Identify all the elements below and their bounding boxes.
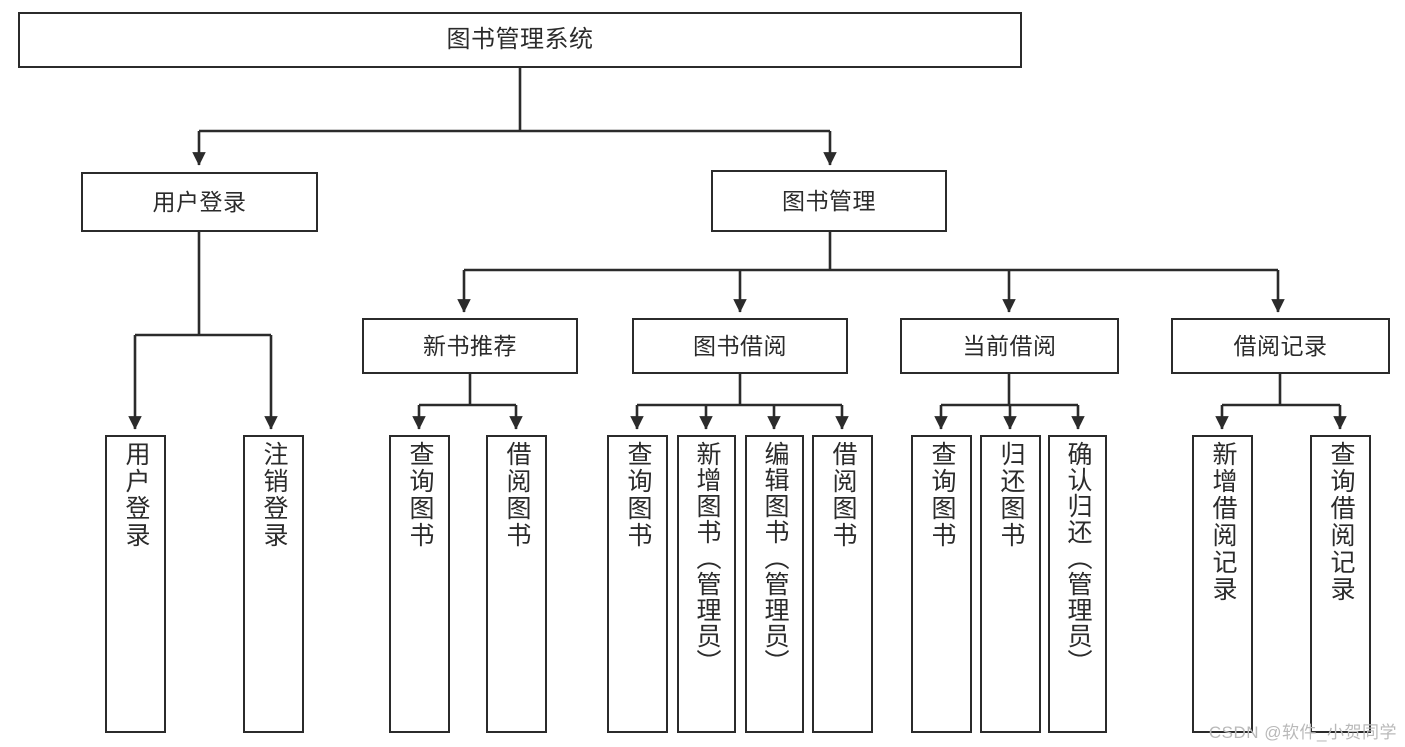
watermark-text: CSDN @软件_小贺同学 xyxy=(1208,723,1397,742)
node-label: 新增借阅记录 xyxy=(1209,441,1237,603)
leaf-borrow-add-book-admin[interactable]: 新增图书（管理员） xyxy=(677,435,736,733)
node-label: 查询借阅记录 xyxy=(1327,441,1355,603)
leaf-current-query-book[interactable]: 查询图书 xyxy=(911,435,972,733)
node-label: 图书借阅 xyxy=(693,332,787,359)
node-label: 确认归还（管理员） xyxy=(1064,441,1092,675)
node-label: 借阅图书 xyxy=(503,441,531,549)
node-label: 查询图书 xyxy=(406,441,434,549)
node-label: 查询图书 xyxy=(624,441,652,549)
node-user-login[interactable]: 用户登录 xyxy=(81,172,318,232)
node-label: 用户登录 xyxy=(152,188,247,215)
node-book-borrow[interactable]: 图书借阅 xyxy=(632,318,848,374)
leaf-borrow-edit-book-admin[interactable]: 编辑图书（管理员） xyxy=(745,435,804,733)
node-borrow-record[interactable]: 借阅记录 xyxy=(1171,318,1390,374)
node-label: 归还图书 xyxy=(997,441,1025,549)
leaf-new-book-borrow[interactable]: 借阅图书 xyxy=(486,435,547,733)
node-label: 当前借阅 xyxy=(962,332,1057,359)
node-label: 编辑图书（管理员） xyxy=(761,441,789,675)
node-label: 新增图书（管理员） xyxy=(693,441,721,675)
node-label: 借阅记录 xyxy=(1233,332,1328,359)
node-label: 查询图书 xyxy=(928,441,956,549)
node-label: 图书管理 xyxy=(782,187,876,214)
leaf-record-query-record[interactable]: 查询借阅记录 xyxy=(1310,435,1371,733)
leaf-user-login-login[interactable]: 用户登录 xyxy=(105,435,166,733)
leaf-new-book-query[interactable]: 查询图书 xyxy=(389,435,450,733)
node-label: 图书管理系统 xyxy=(446,26,594,54)
leaf-current-confirm-return-admin[interactable]: 确认归还（管理员） xyxy=(1048,435,1107,733)
node-label: 注销登录 xyxy=(260,441,288,549)
leaf-borrow-borrow-book[interactable]: 借阅图书 xyxy=(812,435,873,733)
node-label: 新书推荐 xyxy=(423,332,517,359)
node-label: 借阅图书 xyxy=(829,441,857,549)
node-current-borrow[interactable]: 当前借阅 xyxy=(900,318,1119,374)
leaf-borrow-query-book[interactable]: 查询图书 xyxy=(607,435,668,733)
node-root-system[interactable]: 图书管理系统 xyxy=(18,12,1022,68)
leaf-record-add-record[interactable]: 新增借阅记录 xyxy=(1192,435,1253,733)
node-new-book-recommend[interactable]: 新书推荐 xyxy=(362,318,578,374)
leaf-current-return-book[interactable]: 归还图书 xyxy=(980,435,1041,733)
node-label: 用户登录 xyxy=(122,441,150,549)
node-book-management[interactable]: 图书管理 xyxy=(711,170,947,232)
leaf-user-login-logout[interactable]: 注销登录 xyxy=(243,435,304,733)
